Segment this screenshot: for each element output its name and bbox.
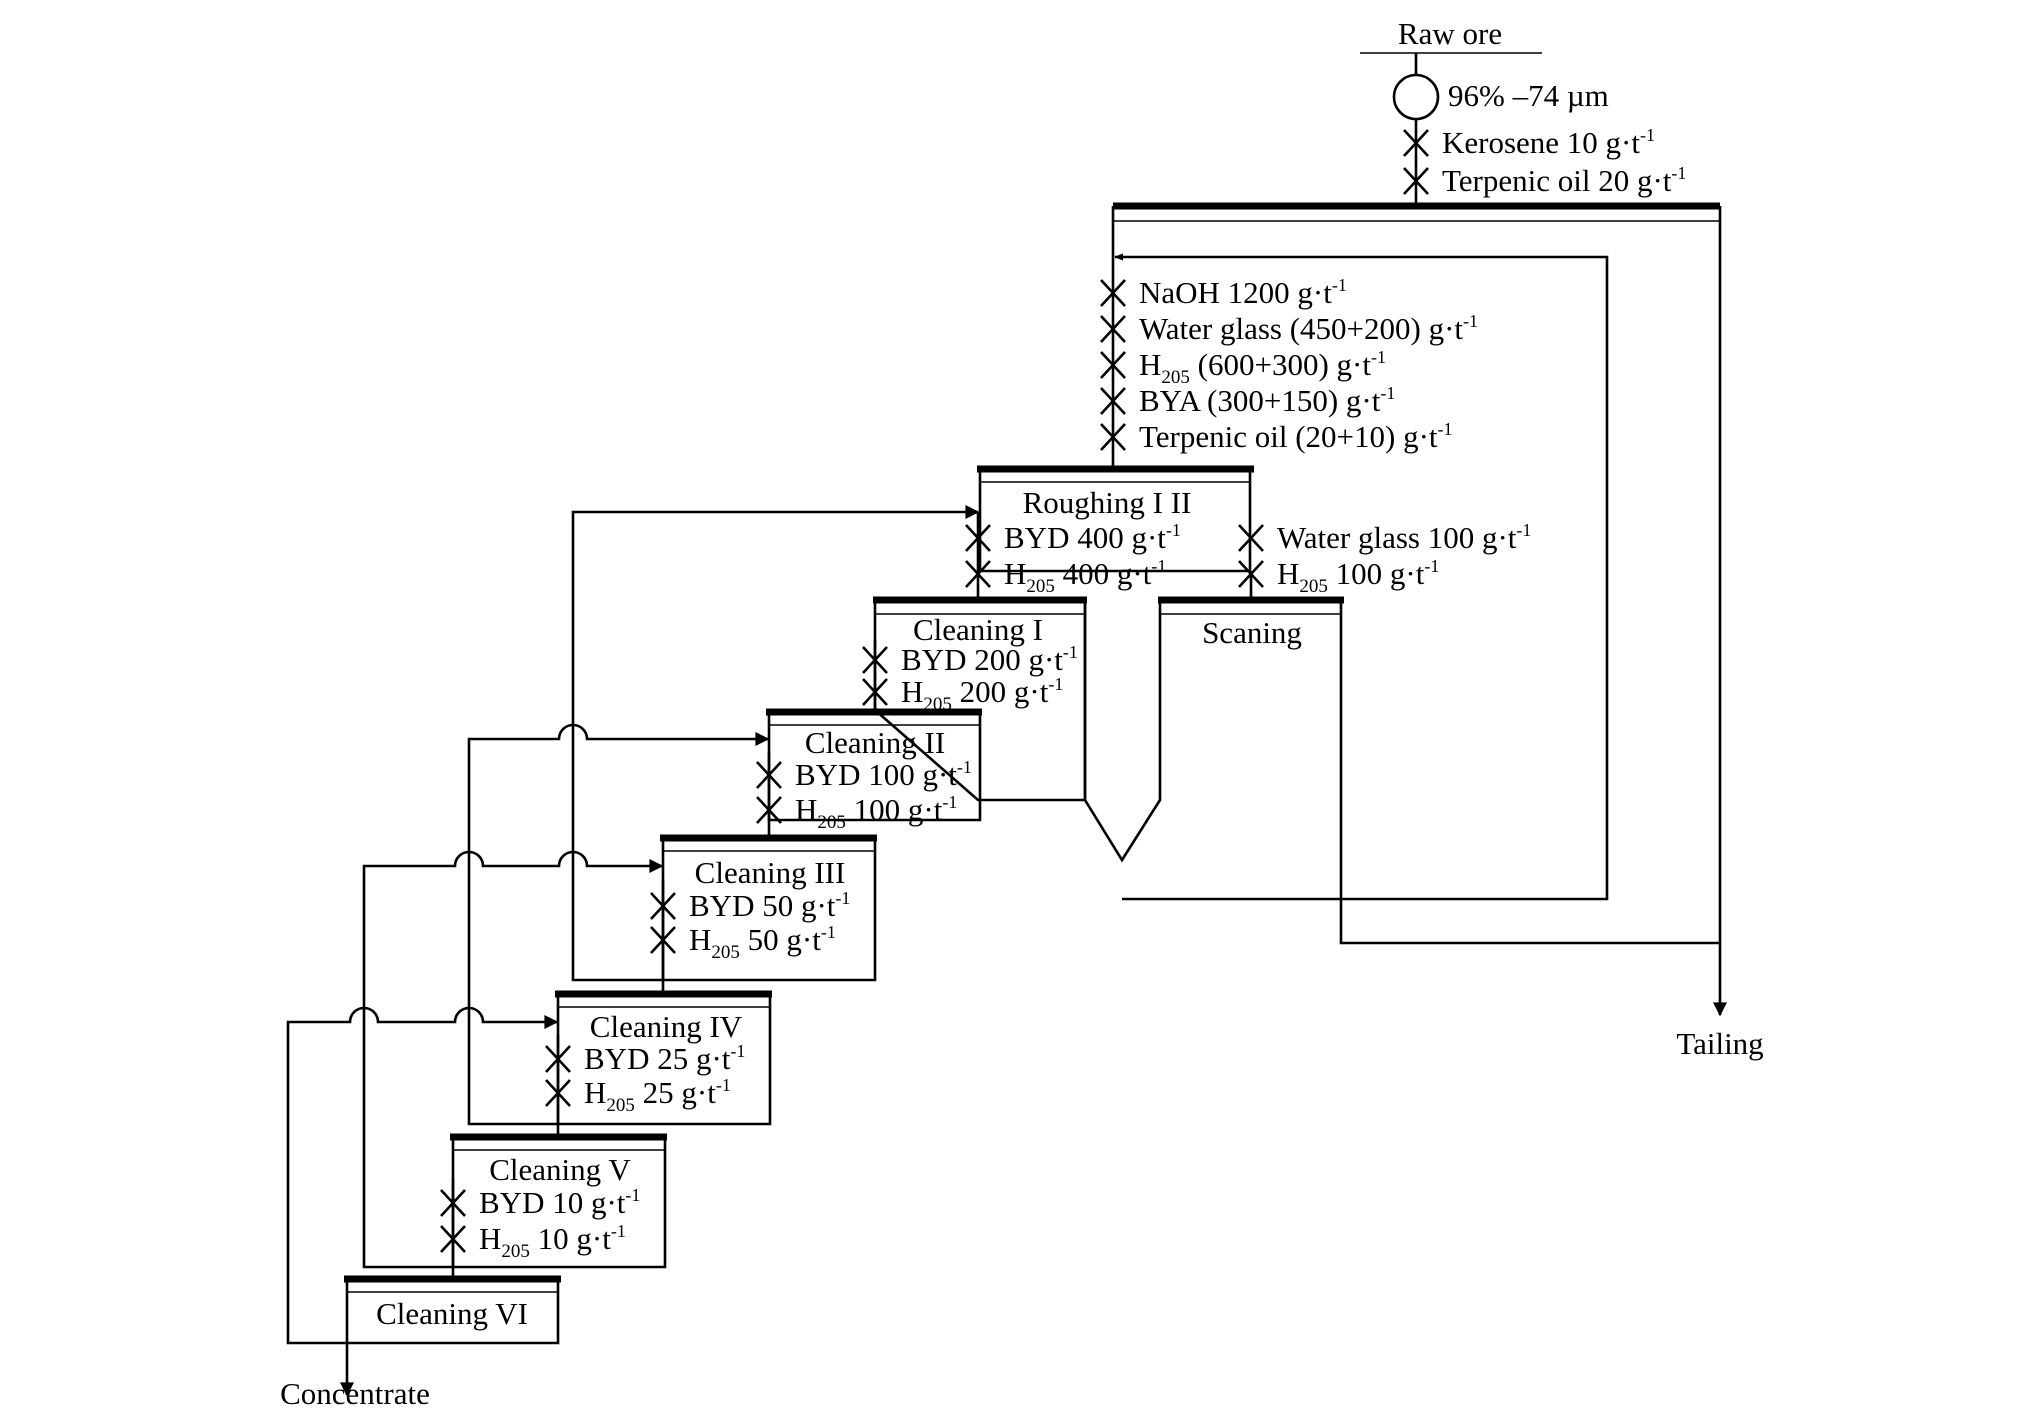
concentrate-label: Concentrate <box>280 1376 430 1411</box>
reagent-label: H205 100 g·t-1 <box>1277 556 1439 597</box>
cleaning-6-label: Cleaning VI <box>376 1296 528 1331</box>
reagent-addition-icon <box>1238 524 1264 552</box>
cleaning-5-tailing-to-cleaning-3-line <box>362 850 664 1269</box>
reagent-label: BYD 100 g·t-1 <box>795 757 972 792</box>
roughing-cell: Roughing I II <box>977 465 1254 573</box>
tailing-label: Tailing <box>1676 1026 1763 1061</box>
reagent-addition-icon <box>862 678 888 706</box>
reagent-addition-icon <box>650 926 676 954</box>
cleaning-5-cell: Cleaning V <box>450 1133 667 1269</box>
reagent-addition-icon <box>1100 423 1126 451</box>
reagent-label: BYD 25 g·t-1 <box>584 1041 745 1076</box>
reagent-label: H205 400 g·t-1 <box>1004 556 1166 597</box>
reagent-addition-icon <box>1100 315 1126 343</box>
cleaning-2-label: Cleaning II <box>805 725 945 760</box>
cleaning-6-cell: Cleaning VI <box>344 1275 561 1345</box>
reagent-addition-icon <box>650 892 676 920</box>
reagent-addition-icon <box>862 646 888 674</box>
reagent-label: Terpenic oil 20 g·t-1 <box>1442 163 1686 198</box>
reagent-label: Water glass 100 g·t-1 <box>1277 520 1531 555</box>
reagent-addition-icon <box>1403 167 1429 195</box>
reagent-label: BYD 200 g·t-1 <box>901 642 1078 677</box>
reagent-addition-icon <box>965 560 991 588</box>
reagent-addition-icon <box>1100 387 1126 415</box>
reagent-label: NaOH 1200 g·t-1 <box>1139 275 1347 310</box>
reagent-label: BYD 10 g·t-1 <box>479 1185 640 1220</box>
cleaning-4-cell: Cleaning IV <box>555 990 772 1126</box>
reagent-addition-icon <box>1100 279 1126 307</box>
reagent-label: BYD 50 g·t-1 <box>689 888 850 923</box>
reagent-label: H205 25 g·t-1 <box>584 1075 731 1116</box>
reagent-addition-icon <box>545 1045 571 1073</box>
reagent-label: Water glass (450+200) g·t-1 <box>1139 311 1478 346</box>
scavenging-cell: Scaning <box>1083 596 1720 945</box>
grinding-mill-symbol <box>1392 73 1440 121</box>
reagent-addition-icon <box>1100 351 1126 379</box>
cleaning-6-tailing-to-cleaning-4-line <box>286 1006 559 1345</box>
grinding-fineness-label: 96% –74 µm <box>1448 78 1609 113</box>
reagent-label: BYD 400 g·t-1 <box>1004 520 1181 555</box>
cleaning-1-label: Cleaning I <box>913 612 1043 647</box>
reagent-addition-icon <box>1403 129 1429 157</box>
reagent-label: Kerosene 10 g·t-1 <box>1442 125 1655 160</box>
cleaning-4-label: Cleaning IV <box>590 1009 743 1044</box>
reagent-addition-icon <box>965 524 991 552</box>
reagent-label: H205 50 g·t-1 <box>689 922 836 963</box>
reagent-label: BYA (300+150) g·t-1 <box>1139 383 1395 418</box>
reagent-addition-icon <box>756 796 782 824</box>
reagent-label: H205 200 g·t-1 <box>901 674 1063 715</box>
reagent-label: H205 (600+300) g·t-1 <box>1139 347 1386 388</box>
roughing-cell-label: Roughing I II <box>1023 485 1192 520</box>
reagent-addition-icon <box>440 1189 466 1217</box>
reagent-label: H205 100 g·t-1 <box>795 792 957 833</box>
reagent-addition-icon <box>1238 560 1264 588</box>
reagent-label: Terpenic oil (20+10) g·t-1 <box>1139 419 1453 454</box>
cleaning-3-cell: Cleaning III <box>660 834 877 982</box>
reagent-addition-icon <box>440 1225 466 1253</box>
scavenging-cell-label: Scaning <box>1202 615 1302 650</box>
cleaning-3-tailing-to-roughing-line <box>571 505 980 982</box>
scavenger-concentrate-return-line <box>1114 253 1609 901</box>
reagent-addition-icon <box>756 761 782 789</box>
cleaning-3-label: Cleaning III <box>695 855 846 890</box>
cleaning-4-tailing-to-cleaning-2-line <box>467 723 770 1126</box>
reagent-addition-icon <box>545 1079 571 1107</box>
reagent-label: H205 10 g·t-1 <box>479 1221 626 1262</box>
raw-ore-label: Raw ore <box>1398 16 1502 51</box>
cleaning-5-label: Cleaning V <box>489 1152 631 1187</box>
